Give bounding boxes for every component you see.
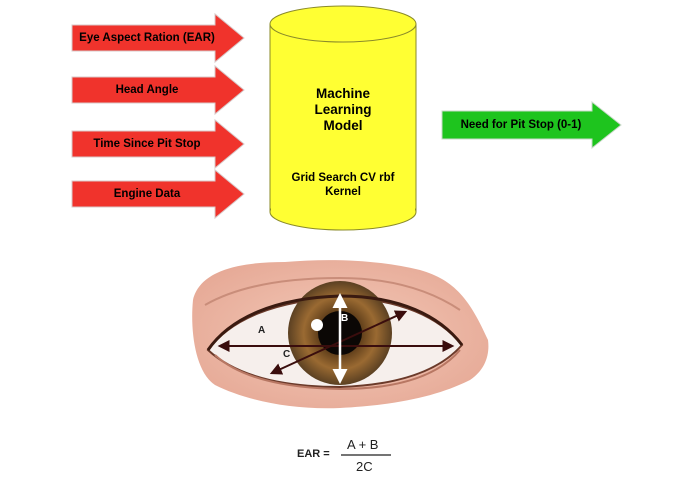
eye-label-c: C bbox=[283, 349, 291, 360]
input-label-time-since-pit-stop: Time Since Pit Stop bbox=[93, 138, 201, 150]
eye-label-b: B bbox=[341, 313, 349, 324]
formula-numerator: A + B bbox=[347, 437, 379, 452]
model-subtitle-line1: Grid Search CV rbf bbox=[291, 172, 395, 184]
input-arrow-head-angle bbox=[71, 64, 245, 116]
model-cylinder bbox=[269, 5, 417, 231]
output-label: Need for Pit Stop (0-1) bbox=[460, 119, 582, 131]
eye-label-a: A bbox=[258, 325, 266, 336]
eye-illustration bbox=[192, 260, 489, 409]
input-arrow-engine-data bbox=[71, 168, 245, 220]
model-title-line3: Model bbox=[323, 118, 363, 133]
input-label-engine-data: Engine Data bbox=[113, 188, 181, 200]
eye-highlight bbox=[311, 319, 323, 331]
input-arrow-time-since-pit-stop bbox=[71, 118, 245, 170]
input-arrow-ear bbox=[71, 12, 245, 64]
model-subtitle-line2: Kernel bbox=[325, 186, 361, 198]
upper-lid-crease bbox=[204, 276, 461, 311]
input-label-ear: Eye Aspect Ration (EAR) bbox=[79, 32, 215, 44]
model-title-line2: Learning bbox=[314, 102, 372, 117]
lower-eyelid bbox=[214, 349, 461, 391]
formula-denominator: 2C bbox=[356, 459, 373, 474]
output-arrow bbox=[441, 100, 622, 150]
model-title-line1: Machine bbox=[315, 86, 370, 101]
input-label-head-angle: Head Angle bbox=[115, 84, 179, 96]
formula-lhs: EAR = bbox=[297, 448, 330, 460]
